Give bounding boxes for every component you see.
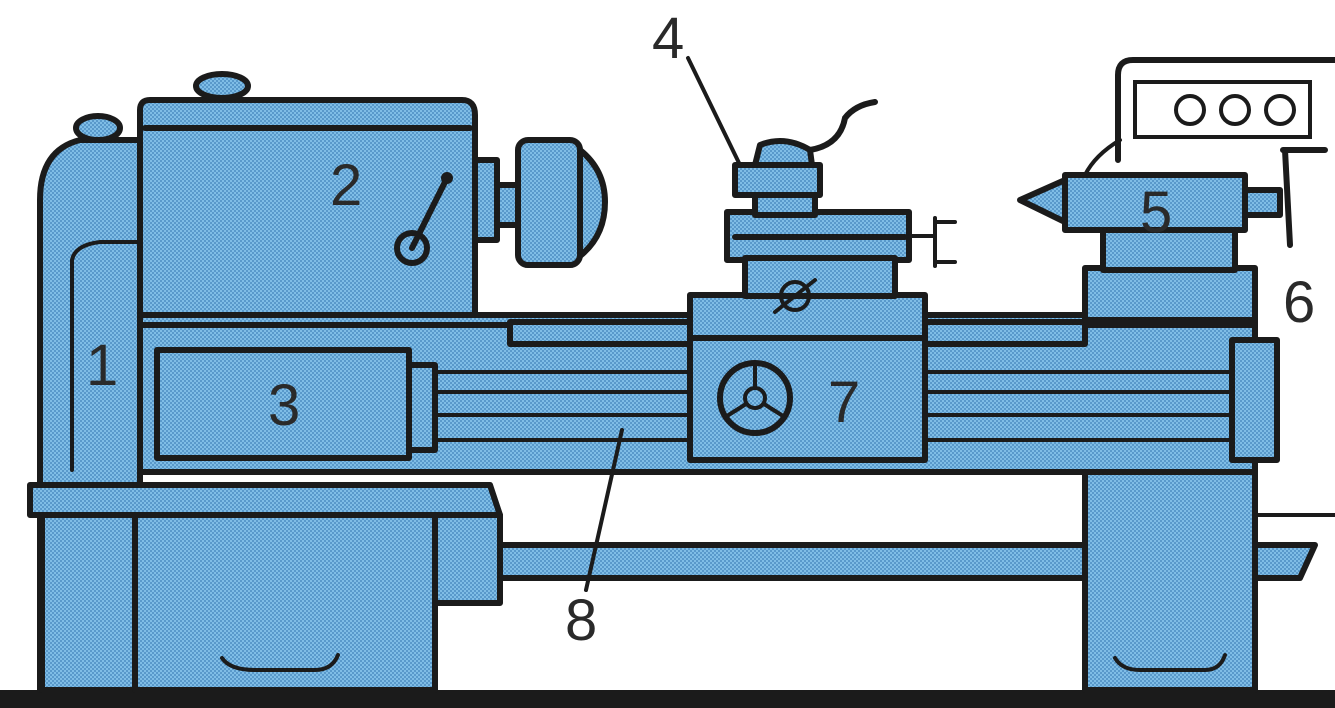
gearbox-end [406,362,438,453]
control-panel [1133,80,1312,139]
label-5: 5 [1140,180,1172,245]
leader-line-4 [686,56,742,167]
saddle-dial [779,280,811,312]
chip-tray-left [27,482,503,518]
saddle-dial-mark [773,278,817,314]
label-3: 3 [268,373,300,438]
label-2: 2 [330,153,362,218]
handwheel-spoke-2 [725,402,748,418]
electrical-cabinet [1253,458,1335,517]
cross-feed-handle [907,216,957,268]
way-rail-right [922,319,1088,347]
handwheel-spoke-3 [762,402,785,418]
left-leg [132,512,438,693]
tailstock-lever [1083,138,1122,177]
tailstock-center [1017,177,1068,225]
headstock-lever-knob [441,172,453,184]
tool-post-top [752,138,815,168]
tailstock-handwheel [1280,147,1328,248]
label-1: 1 [86,333,118,398]
tailstock-quill [1242,187,1283,218]
headstock-lever [409,175,450,251]
left-leg-foot [220,653,340,672]
tailstock-base [1082,265,1258,323]
floor [0,690,1335,708]
label-4: 4 [652,6,684,71]
tool-post-lever [807,99,878,153]
headstock [137,97,478,318]
motor-cover-line [70,240,142,472]
spindle-flange [472,157,500,243]
label-7: 7 [828,370,860,435]
way-rail-left [507,319,693,347]
motor-cap [73,113,123,143]
label-6: 6 [1283,270,1315,335]
right-leg [1082,469,1258,693]
tool-post [732,162,823,198]
headstock-cap [193,71,251,101]
left-leg-outer [39,512,138,693]
saddle [742,255,898,299]
control-box-outline [1115,57,1335,163]
chuck-face [577,147,608,259]
leader-line-8 [584,428,624,592]
right-leg-foot [1113,653,1227,672]
label-8: 8 [565,588,597,653]
chuck [515,137,583,268]
bed-end-block [1229,337,1280,463]
control-indicator-1 [1174,94,1206,126]
control-indicator-2 [1219,94,1251,126]
tray-support [432,512,503,606]
control-indicator-3 [1264,94,1296,126]
